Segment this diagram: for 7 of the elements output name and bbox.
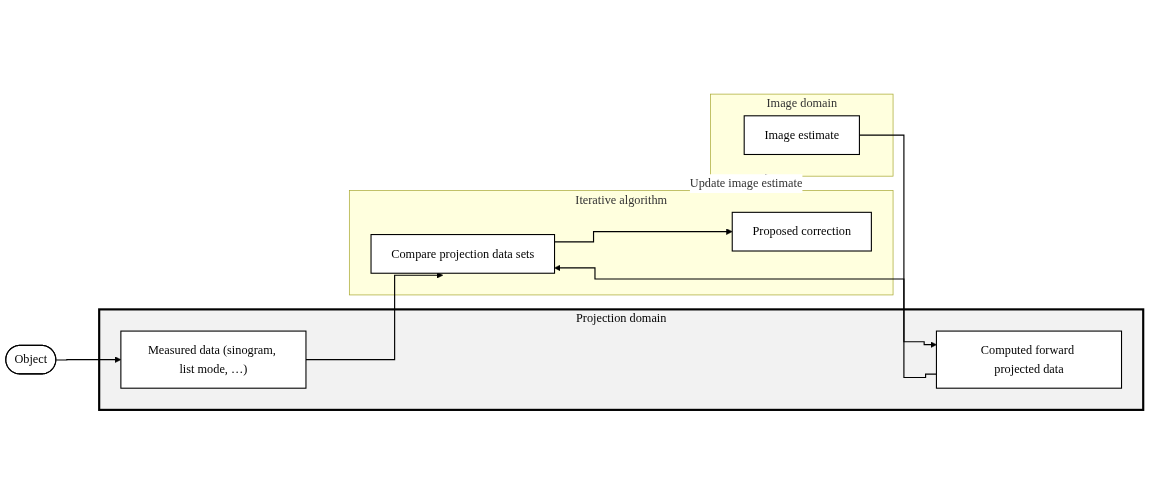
node-box: Measured data (sinogram, list mode, …) — [120, 330, 307, 389]
node-box: Proposed correction — [731, 211, 872, 252]
node-box: Compare projection data sets — [370, 234, 556, 274]
edge-label: Update image estimate — [689, 176, 803, 191]
arrow — [305, 272, 444, 361]
node-box: Image estimate — [743, 115, 860, 156]
node-box: Computed forward projected data — [935, 330, 1123, 389]
